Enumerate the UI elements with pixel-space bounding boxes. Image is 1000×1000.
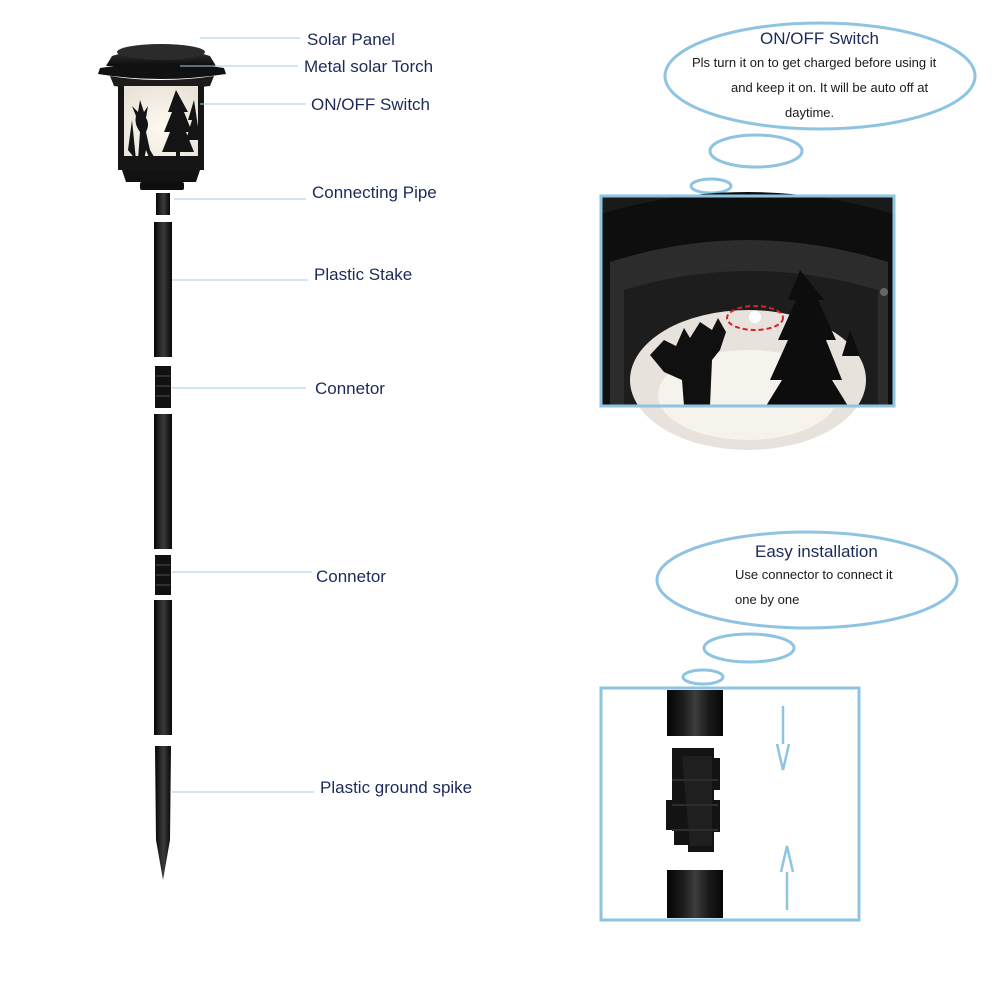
connector-closeup (666, 748, 720, 852)
switch-callout-bubble (663, 21, 977, 195)
stake-segment-3 (154, 600, 172, 735)
switch-bubble-line3: daytime. (785, 105, 835, 120)
label-solar-panel: Solar Panel (307, 30, 395, 49)
install-bubble-line2: one by one (735, 592, 800, 607)
arrow-down-icon (775, 706, 791, 771)
stake-segment-1 (154, 222, 172, 357)
switch-closeup-photo (599, 192, 896, 450)
leader-lines (170, 37, 314, 793)
label-ground-spike: Plastic ground spike (320, 778, 473, 797)
connector-part-2 (155, 555, 171, 595)
label-connecting-pipe: Connecting Pipe (312, 183, 437, 202)
installation-closeup (599, 686, 861, 922)
pine-tree-silhouette (162, 90, 200, 162)
label-plastic-stake: Plastic Stake (314, 265, 413, 284)
deer-silhouette (128, 100, 156, 160)
solar-torch-lamp (98, 44, 226, 190)
label-on-off-switch: ON/OFF Switch (311, 95, 431, 114)
install-bubble-line1: Use connector to connect it (735, 567, 893, 582)
switch-bubble-title: ON/OFF Switch (760, 29, 880, 48)
stake-segment-2 (154, 414, 172, 549)
connector-part-1 (155, 366, 171, 408)
switch-bubble-line2: and keep it on. It will be auto off at (731, 80, 929, 95)
switch-highlight-ring (726, 305, 784, 331)
connecting-pipe-part (156, 193, 170, 215)
switch-bubble-line1: Pls turn it on to get charged before usi… (692, 55, 937, 70)
label-metal-torch: Metal solar Torch (304, 57, 434, 76)
install-callout-bubble (655, 530, 959, 686)
install-bubble-title: Easy installation (755, 542, 878, 561)
label-connector-1: Connetor (315, 379, 385, 398)
arrow-up-icon (779, 845, 795, 910)
label-connector-2: Connetor (316, 567, 386, 586)
ground-spike-part (155, 746, 171, 880)
